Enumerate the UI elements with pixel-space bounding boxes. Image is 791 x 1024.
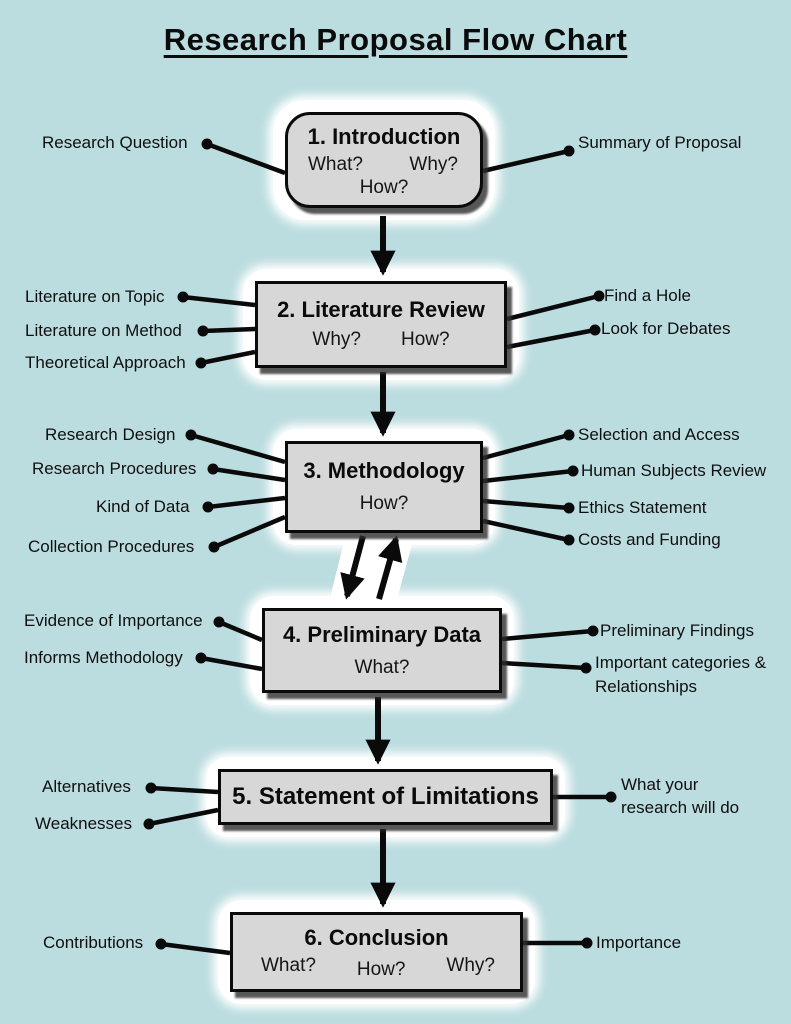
arrow-halo xyxy=(331,523,379,613)
connector-dot xyxy=(213,616,225,628)
connector-line xyxy=(501,628,594,642)
connector-line xyxy=(482,468,574,484)
side-label-research-design: Research Design xyxy=(45,425,176,444)
box-literature-review: 2. Literature Review Why? How? xyxy=(255,281,507,368)
connector-dot xyxy=(580,662,592,674)
side-label-informs-methodology: Informs Methodology xyxy=(24,648,183,667)
connector-line xyxy=(482,518,570,543)
box-preliminary-data: 4. Preliminary Data What? xyxy=(262,608,502,693)
side-label-literature-on-method: Literature on Method xyxy=(25,321,182,340)
question-what: What? xyxy=(261,955,316,976)
connector-dot xyxy=(208,541,220,553)
connector-dot xyxy=(195,357,207,369)
connector-line xyxy=(506,293,600,322)
side-label-find-a-hole: Find a Hole xyxy=(604,286,691,305)
box-title: 3. Methodology xyxy=(303,458,465,483)
side-label-importance: Importance xyxy=(596,933,682,952)
side-label-important-categories: Important categories & Relationships xyxy=(595,653,767,696)
connector-dot xyxy=(185,429,197,441)
page-title: Research Proposal Flow Chart xyxy=(163,22,628,57)
box-title: 2. Literature Review xyxy=(277,297,485,322)
connector-dot xyxy=(581,937,593,949)
question-what: What? xyxy=(354,657,410,678)
connector-dot xyxy=(563,502,575,514)
side-label-ethics-statement: Ethics Statement xyxy=(578,498,707,517)
connector-line xyxy=(501,660,587,671)
side-label-costs-and-funding: Costs and Funding xyxy=(578,530,721,549)
side-label-what-your-research-will-do: What your research will do xyxy=(621,775,740,817)
side-label-theoretical-approach: Theoretical Approach xyxy=(25,353,186,372)
box-title: 4. Preliminary Data xyxy=(282,622,482,647)
side-label-selection-and-access: Selection and Access xyxy=(578,425,740,444)
connector-dot xyxy=(587,625,599,637)
question-how: How? xyxy=(359,493,409,514)
arrow-halo xyxy=(363,525,412,614)
box-introduction: 1. Introduction What? Why? How? xyxy=(285,112,483,208)
side-label-contributions: Contributions xyxy=(43,933,144,952)
box-statement-of-limitations: 5. Statement of Limitations xyxy=(218,769,553,825)
side-label-research-procedures: Research Procedures xyxy=(32,459,197,478)
connector-dot xyxy=(155,938,167,950)
box-title: 6. Conclusion xyxy=(304,925,449,950)
side-label-look-for-debates: Look for Debates xyxy=(601,319,731,338)
question-why: Why? xyxy=(312,329,361,350)
connector-dot xyxy=(177,291,189,303)
box-methodology: 3. Methodology How? xyxy=(285,441,483,533)
connector-dot xyxy=(563,429,575,441)
connector-dot xyxy=(589,324,601,336)
connector-dot xyxy=(563,534,575,546)
side-label-weaknesses: Weaknesses xyxy=(35,814,133,833)
connector-dot xyxy=(201,138,213,150)
side-label-literature-on-topic: Literature on Topic xyxy=(25,287,165,306)
connector-dot xyxy=(567,465,579,477)
connector-line xyxy=(482,498,570,511)
connector-dot xyxy=(593,290,605,302)
box-title: 1. Introduction xyxy=(307,124,461,149)
connector-line xyxy=(482,432,570,461)
side-label-summary-of-proposal: Summary of Proposal xyxy=(578,133,742,152)
question-what: What? xyxy=(308,154,363,175)
connector-dot xyxy=(195,652,207,664)
connector-dot xyxy=(605,791,617,803)
side-label-kind-of-data: Kind of Data xyxy=(96,497,190,516)
side-label-research-question: Research Question xyxy=(42,133,188,152)
side-label-evidence-of-importance: Evidence of Importance xyxy=(24,611,203,630)
question-why: Why? xyxy=(446,955,495,976)
connector-dot xyxy=(197,325,209,337)
connector-dot xyxy=(145,782,157,794)
side-label-alternatives: Alternatives xyxy=(42,777,131,796)
connector-dot xyxy=(207,463,219,475)
question-how: How? xyxy=(356,959,406,980)
connector-dot xyxy=(202,501,214,513)
question-how: How? xyxy=(359,177,409,198)
side-label-collection-procedures: Collection Procedures xyxy=(28,537,195,556)
connector-dot xyxy=(143,818,155,830)
connector-dot xyxy=(563,145,575,157)
connector-line xyxy=(506,327,596,350)
side-label-human-subjects-review: Human Subjects Review xyxy=(581,461,767,480)
connector-line xyxy=(482,148,570,174)
question-how: How? xyxy=(401,329,450,350)
box-title: 5. Statement of Limitations xyxy=(232,783,539,810)
side-label-preliminary-findings: Preliminary Findings xyxy=(600,621,754,640)
box-conclusion: 6. Conclusion What? How? Why? xyxy=(230,912,523,992)
connector-line xyxy=(190,432,286,465)
question-why: Why? xyxy=(409,154,458,175)
flow-arrow-up-icon xyxy=(376,535,403,600)
flow-arrow-down-icon xyxy=(340,535,366,600)
